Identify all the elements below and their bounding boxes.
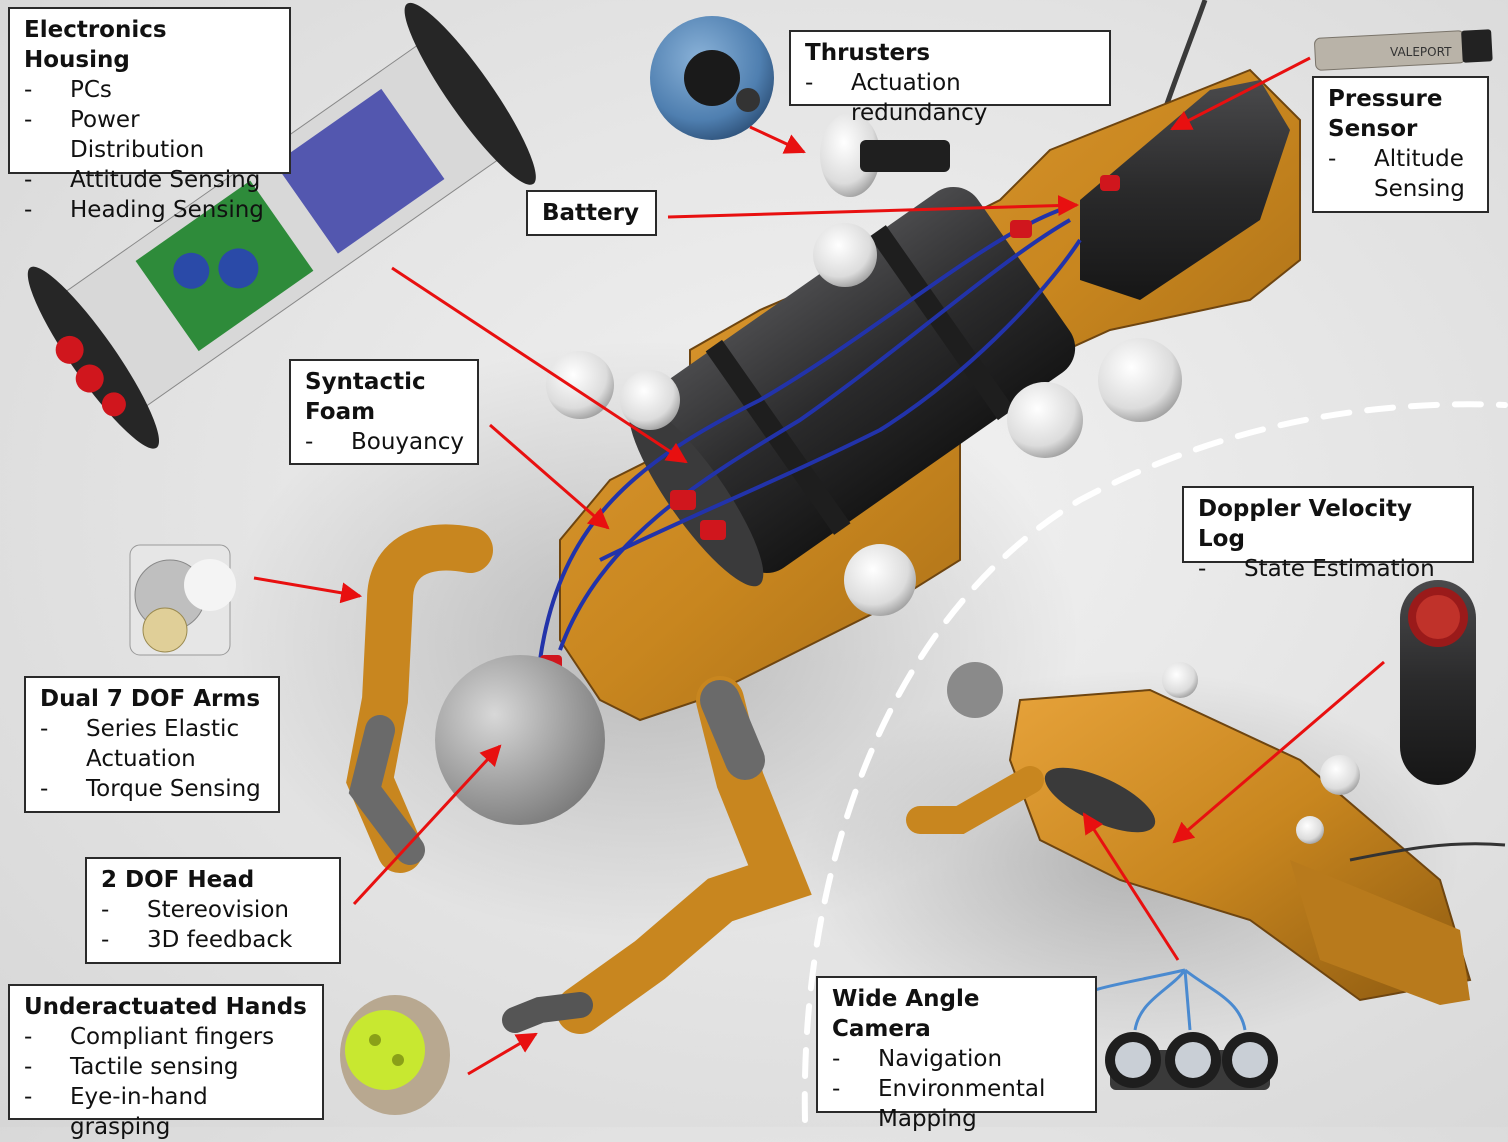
callout-pressure-sensor: Pressure Sensor -Altitude Sensing [1312, 76, 1489, 213]
pressure-sensor-illustration: VALEPORT [1314, 29, 1493, 71]
callout-item: -Heading Sensing [24, 197, 264, 223]
callout-item: -Tactile sensing [24, 1054, 239, 1080]
callout-title: Wide Angle Camera [832, 986, 980, 1042]
red-connector [1100, 175, 1120, 191]
callout-item: -Actuation redundancy [805, 70, 988, 126]
callout-dual-arms: Dual 7 DOF Arms -Series Elastic Actuatio… [24, 676, 280, 813]
left-arm [346, 524, 493, 873]
arrow-electronics [391, 266, 688, 464]
tail-housing [1080, 80, 1290, 300]
callout-title: 2 DOF Head [101, 867, 255, 893]
actuator-illustration [129, 544, 236, 656]
callout-arrows [253, 56, 1385, 1076]
arrow-dvl [1172, 660, 1385, 844]
camera-cluster-illustration [1094, 968, 1278, 1090]
dashed-arc-divider [801, 401, 1508, 1123]
callout-item: -Environmental Mapping [832, 1076, 1046, 1132]
thruster [1007, 382, 1083, 458]
red-connector [1010, 220, 1032, 238]
callout-item: -Altitude Sensing [1328, 146, 1465, 202]
blue-cable [558, 218, 1071, 651]
blue-thruster-illustration [650, 16, 774, 140]
arrow-battery [667, 195, 1080, 219]
right-arm-joint [700, 680, 765, 780]
arrow-camera [1082, 812, 1180, 961]
callout-item: -Attitude Sensing [24, 167, 261, 193]
head-sphere [435, 655, 605, 825]
callout-syntactic-foam: Syntactic Foam -Bouyancy [289, 359, 479, 465]
callout-underactuated-hands: Underactuated Hands -Compliant fingers -… [8, 984, 324, 1140]
thruster [620, 370, 680, 430]
callout-title: Battery [542, 200, 639, 226]
callout-item: -Torque Sensing [40, 776, 261, 802]
callout-item: -Compliant fingers [24, 1024, 275, 1050]
blue-cable [538, 208, 1061, 661]
callout-title: Dual 7 DOF Arms [40, 686, 261, 712]
main-cylinder [629, 186, 1076, 587]
callout-item: -Bouyancy [305, 429, 464, 455]
thruster [813, 223, 877, 287]
white-thruster-illustration [820, 113, 950, 197]
callout-2dof-head: 2 DOF Head -Stereovision -3D feedback [85, 857, 341, 964]
blue-cable [599, 238, 1082, 562]
callout-wide-angle-camera: Wide Angle Camera -Navigation -Environme… [816, 976, 1097, 1132]
callout-title: Doppler Velocity Log [1198, 496, 1412, 552]
callout-title: Syntactic Foam [305, 369, 426, 425]
secondary-robot [906, 662, 1506, 1005]
arrow-head [352, 744, 502, 906]
callout-battery: Battery [526, 190, 657, 236]
red-connector [670, 490, 696, 510]
arrow-thrusters [749, 125, 806, 154]
callout-title: Electronics Housing [24, 17, 167, 73]
electronics-housing-illustration [27, 2, 536, 449]
main-robot [346, 0, 1301, 1034]
callout-electronics-housing: Electronics Housing -PCs -Power Distribu… [8, 7, 291, 223]
arrow-foam [489, 423, 610, 530]
callout-item: -Stereovision [101, 897, 289, 923]
callout-title: Pressure Sensor [1328, 86, 1443, 142]
callout-thrusters: Thrusters -Actuation redundancy [789, 30, 1111, 126]
callout-item: -Series Elastic Actuation [40, 716, 240, 772]
sensor-brand-label: VALEPORT [1390, 45, 1452, 59]
arrow-arms [253, 576, 363, 604]
callout-item: -State Estimation [1198, 556, 1435, 582]
arrow-hands [467, 1032, 538, 1076]
thruster [844, 544, 916, 616]
hand-ball-illustration [340, 995, 450, 1115]
thruster [1098, 338, 1182, 422]
arrow-pressure [1170, 56, 1311, 131]
dvl-illustration [1400, 580, 1476, 785]
callout-doppler-velocity-log: Doppler Velocity Log -State Estimation [1182, 486, 1474, 582]
callout-item: -PCs [24, 77, 112, 103]
callout-title: Underactuated Hands [24, 994, 307, 1020]
callout-item: -3D feedback [101, 927, 293, 953]
callout-item: -Eye-in-hand grasping [24, 1084, 208, 1140]
callout-item: -Navigation [832, 1046, 1003, 1072]
right-hand [502, 992, 593, 1033]
red-connector [700, 520, 726, 540]
callout-title: Thrusters [805, 40, 931, 66]
callout-item: -Power Distribution [24, 107, 205, 163]
left-arm-joint [348, 715, 425, 865]
